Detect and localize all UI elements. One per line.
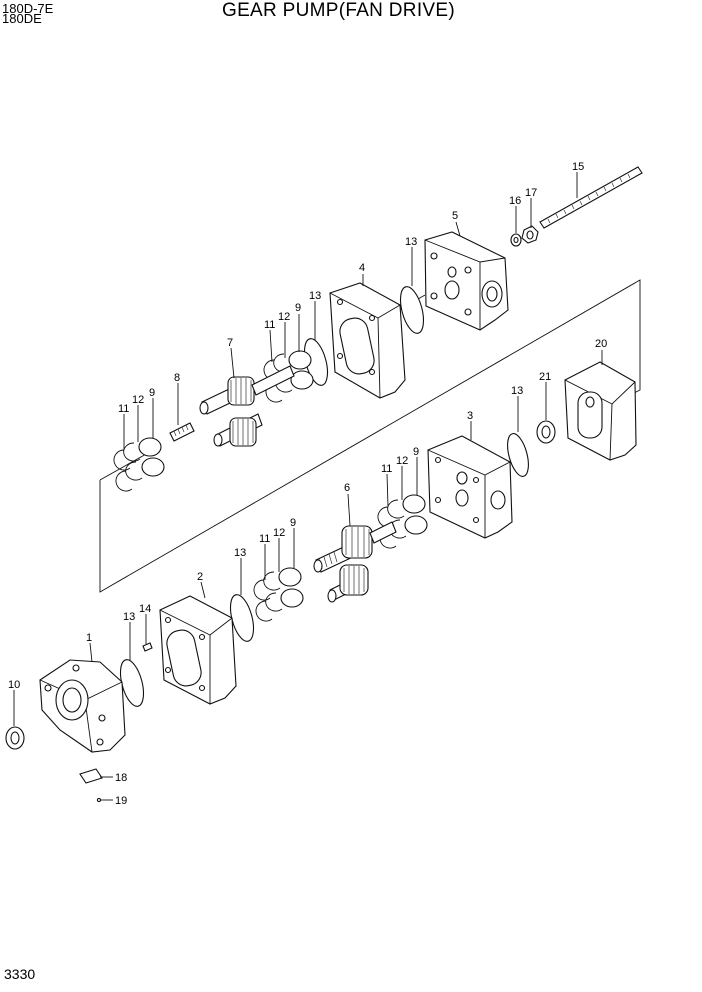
callout-12: 12 bbox=[278, 311, 290, 323]
rear-cover-5 bbox=[424, 231, 509, 331]
callout-11: 11 bbox=[381, 463, 392, 475]
callout-9: 9 bbox=[295, 302, 301, 314]
callout-11: 11 bbox=[118, 403, 129, 415]
name-plate-18 bbox=[79, 768, 103, 784]
stud-bolt-15 bbox=[539, 166, 643, 229]
callout-9: 9 bbox=[290, 517, 296, 529]
callout-labels: 15 17 16 5 13 4 13 9 12 11 7 8 9 12 11 2… bbox=[8, 161, 607, 807]
callout-18: 18 bbox=[115, 772, 127, 784]
model-code-secondary: 180DE bbox=[2, 11, 42, 26]
end-plate-20 bbox=[564, 361, 637, 461]
seal-ring-set-left bbox=[113, 437, 165, 492]
callout-13: 13 bbox=[309, 290, 321, 302]
bushing-21 bbox=[536, 420, 556, 444]
callout-12: 12 bbox=[273, 527, 285, 539]
callout-17: 17 bbox=[525, 187, 537, 199]
callout-19: 19 bbox=[115, 795, 127, 807]
callout-15: 15 bbox=[572, 161, 584, 173]
callout-13: 13 bbox=[123, 611, 135, 623]
nut-17 bbox=[521, 225, 539, 244]
leader-lines bbox=[13, 172, 603, 801]
callout-8: 8 bbox=[174, 372, 180, 384]
callout-14: 14 bbox=[139, 603, 151, 615]
seal-ring-set-right bbox=[377, 494, 428, 549]
page-number: 3330 bbox=[4, 966, 36, 982]
callout-3: 3 bbox=[467, 410, 473, 422]
gear-shaft-pair-7 bbox=[199, 365, 295, 447]
callout-1: 1 bbox=[86, 632, 92, 644]
callout-13: 13 bbox=[511, 385, 523, 397]
rivet-19 bbox=[96, 797, 102, 803]
callout-12: 12 bbox=[396, 455, 408, 467]
model-code-primary: 180D-7E bbox=[2, 1, 54, 16]
body-3 bbox=[427, 435, 513, 539]
body-plate-2 bbox=[159, 595, 237, 705]
callout-11: 11 bbox=[259, 533, 270, 545]
callout-13: 13 bbox=[405, 236, 417, 248]
seal-ring-set-lower bbox=[253, 567, 304, 622]
gear-shaft-pair-6 bbox=[313, 521, 397, 603]
callout-4: 4 bbox=[359, 262, 365, 274]
oil-seal-10 bbox=[5, 726, 25, 750]
front-cover-1 bbox=[39, 659, 126, 753]
callout-5: 5 bbox=[452, 210, 458, 222]
callout-6: 6 bbox=[344, 482, 350, 494]
callout-12: 12 bbox=[132, 394, 144, 406]
spline-shaft-8 bbox=[169, 422, 195, 442]
callout-10: 10 bbox=[8, 679, 20, 691]
callout-7: 7 bbox=[227, 337, 233, 349]
o-ring-13a bbox=[399, 286, 425, 334]
callout-16: 16 bbox=[509, 195, 521, 207]
callout-21: 21 bbox=[539, 371, 551, 383]
callout-13: 13 bbox=[234, 547, 246, 559]
body-plate-4 bbox=[329, 282, 406, 399]
callout-2: 2 bbox=[197, 571, 203, 583]
page-title: GEAR PUMP(FAN DRIVE) bbox=[222, 0, 455, 21]
pin-14 bbox=[142, 642, 153, 652]
seal-ring-set-upper bbox=[263, 350, 314, 403]
callout-9: 9 bbox=[149, 387, 155, 399]
o-ring-13c bbox=[507, 433, 529, 477]
callout-20: 20 bbox=[595, 338, 607, 350]
callout-11: 11 bbox=[264, 319, 275, 331]
callout-9: 9 bbox=[413, 446, 419, 458]
